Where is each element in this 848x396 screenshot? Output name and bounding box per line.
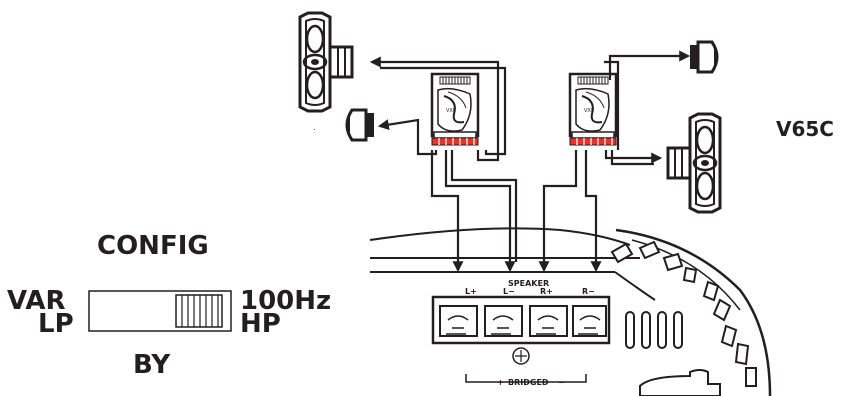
heatsink-fins xyxy=(610,240,757,396)
tweeter-icon xyxy=(345,108,376,142)
config-by-label: BY xyxy=(133,350,171,380)
config-hp-label: HP xyxy=(240,309,281,339)
terminal-label: R+ xyxy=(540,287,553,296)
terminal-label: R− xyxy=(582,287,595,296)
bridged-plus: + xyxy=(497,378,504,387)
bridged-label: BRIDGED xyxy=(508,378,549,387)
speaker-terminal-block xyxy=(431,295,611,383)
config-title: CONFIG xyxy=(97,231,209,261)
svg-text:.: . xyxy=(313,123,316,132)
speaker-title: SPEAKER xyxy=(508,279,550,288)
bridged-minus: − xyxy=(558,378,565,387)
crossover-icon xyxy=(568,72,618,147)
config-100hz-label: 100Hz xyxy=(240,286,332,316)
terminal-label: L+ xyxy=(465,287,477,296)
terminal-label: L− xyxy=(503,287,515,296)
config-switch xyxy=(88,290,232,332)
speaker-wires xyxy=(369,50,691,273)
model-label: V65C xyxy=(776,117,834,141)
crossover-icon xyxy=(430,72,480,147)
config-lp-label: LP xyxy=(38,309,74,339)
tweeter-icon xyxy=(688,40,719,74)
woofer-icon xyxy=(666,112,722,214)
config-var-label: VAR xyxy=(7,286,66,316)
woofer-icon xyxy=(298,11,354,113)
